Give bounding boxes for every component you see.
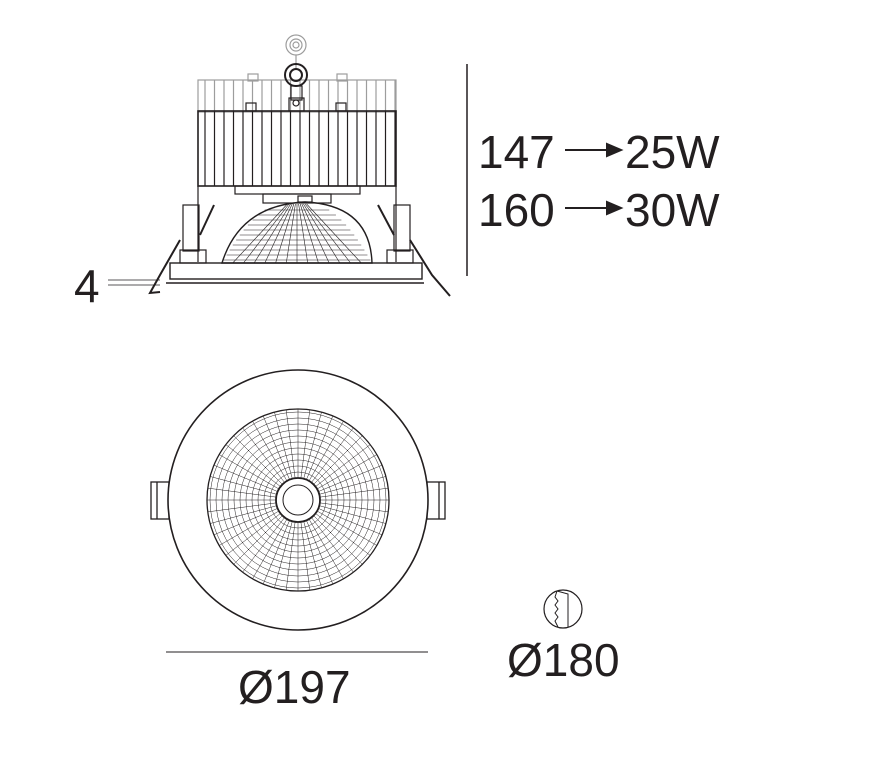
outer-diameter-label: Ø197 — [238, 661, 351, 713]
lens-spoke — [311, 427, 354, 483]
lens-spoke — [316, 454, 377, 490]
spring-clip-right — [377, 204, 451, 297]
lens-spoke — [318, 464, 383, 492]
lens-spoke — [311, 517, 354, 573]
center-hole — [275, 477, 321, 523]
lens-spoke — [308, 421, 344, 482]
dome-line — [285, 203, 296, 264]
side-view-drawing — [108, 34, 624, 297]
lens-spoke — [306, 415, 334, 480]
heatsink-fins — [204, 111, 396, 186]
lens-spoke — [225, 513, 281, 556]
lens-spoke — [306, 520, 334, 585]
lens-spoke — [242, 517, 285, 573]
lens-spoke — [225, 444, 281, 487]
dome-line — [298, 203, 309, 264]
lens-spoke — [300, 521, 311, 591]
power-label-2: 30W — [625, 184, 720, 236]
lens-spoke — [213, 508, 278, 536]
flange-thickness-label: 4 — [74, 260, 100, 312]
cutout-diameter-label: Ø180 — [507, 634, 620, 686]
dome-line — [306, 203, 362, 264]
flange — [169, 262, 423, 280]
lens-grid — [207, 409, 389, 591]
lens-spoke — [252, 518, 288, 579]
lens-spoke — [285, 521, 296, 591]
lens-spoke — [319, 487, 389, 498]
lens-spoke — [316, 510, 377, 546]
reflector-grid — [223, 203, 371, 264]
lens-spoke — [300, 409, 311, 479]
lens-spoke — [219, 454, 280, 490]
dome-line — [303, 203, 341, 264]
dome-line — [301, 203, 330, 264]
clip-tab-right — [426, 481, 446, 520]
height-label-2: 160 — [478, 184, 555, 236]
height-label-1: 147 — [478, 126, 555, 178]
lens-spoke — [207, 502, 277, 513]
lens-spoke — [319, 476, 386, 495]
lens-spoke — [318, 508, 383, 536]
lens-spoke — [319, 505, 386, 524]
lens-spoke — [252, 421, 288, 482]
arrow-icon — [565, 200, 624, 216]
dome-line — [253, 203, 291, 264]
lens-spoke — [308, 518, 344, 579]
dome-line — [232, 203, 288, 264]
lens-spoke — [207, 487, 277, 498]
lens-spoke — [274, 521, 293, 588]
dome-line — [299, 203, 319, 264]
reflector-dome — [221, 201, 373, 264]
lens-spoke — [233, 435, 283, 485]
cutout-hole-icon — [543, 589, 583, 629]
lens-spoke — [315, 513, 371, 556]
front-view-drawing — [150, 369, 583, 653]
lens-spoke — [213, 464, 278, 492]
dome-line — [304, 203, 351, 264]
lens-spoke — [242, 427, 285, 483]
lens-spoke — [210, 476, 277, 495]
lens-spoke — [285, 409, 296, 479]
clip-tab-left — [150, 481, 170, 520]
lens-spoke — [315, 444, 371, 487]
lens-spoke — [274, 412, 293, 479]
lens-spoke — [233, 515, 283, 565]
lens-spoke — [303, 521, 322, 588]
dome-line — [264, 203, 293, 264]
dome-line — [243, 203, 290, 264]
lens-spoke — [219, 510, 280, 546]
dome-line — [275, 203, 295, 264]
spring-clip-left — [148, 204, 215, 295]
ghost-heatsink-outline — [197, 34, 397, 113]
lens-spoke — [262, 520, 290, 585]
lens-spoke — [210, 505, 277, 524]
adjustment-knob-icon — [284, 63, 308, 112]
lens-spoke — [319, 502, 389, 513]
lens-spoke — [303, 412, 322, 479]
lens-spoke — [313, 515, 363, 565]
power-label-1: 25W — [625, 126, 720, 178]
arrow-icon — [565, 142, 624, 158]
lens-spoke — [262, 415, 290, 480]
lens-spoke — [313, 435, 363, 485]
